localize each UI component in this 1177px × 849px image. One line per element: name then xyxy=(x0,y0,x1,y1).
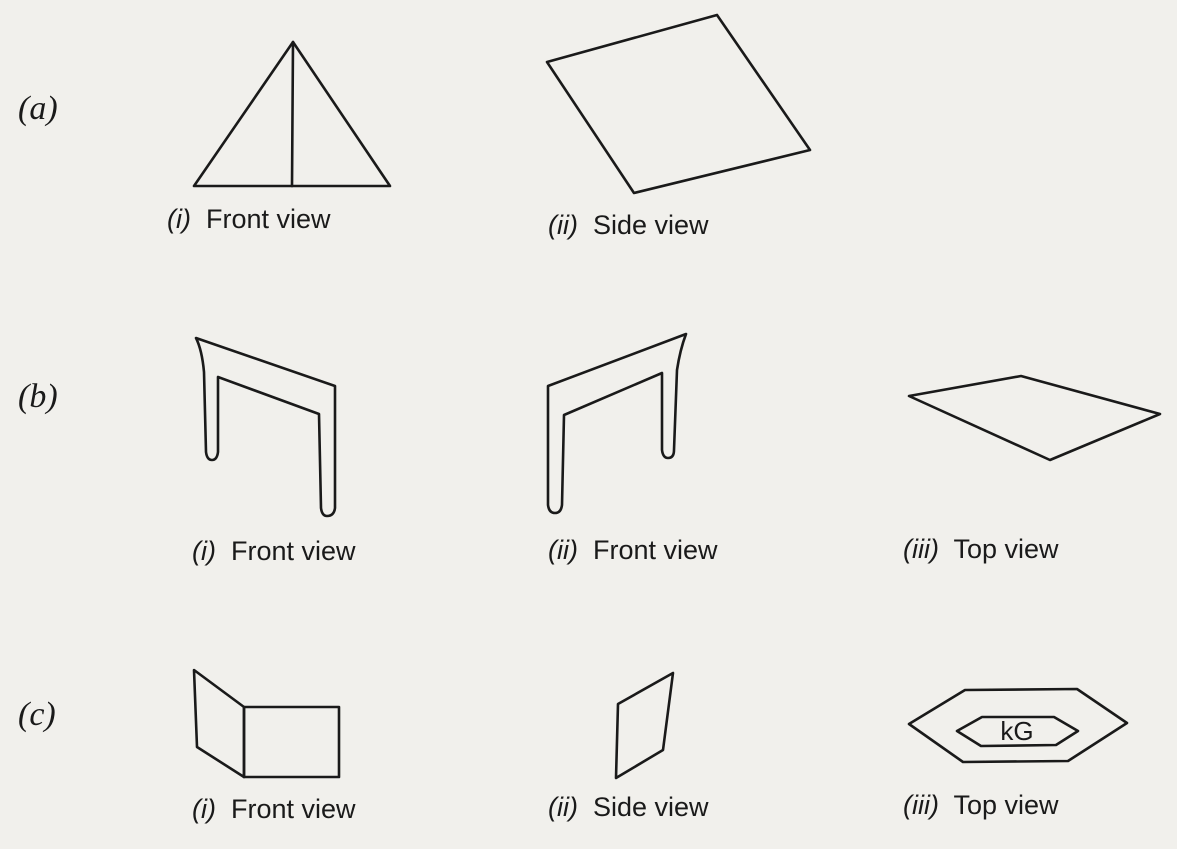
row-b-front-view-1-shape xyxy=(194,336,337,518)
caption-c-side-view: (ii) Side view xyxy=(548,792,709,823)
caption-text: Front view xyxy=(593,535,718,565)
caption-a-front-view: (i) Front view xyxy=(167,204,331,235)
row-label-a: (a) xyxy=(18,90,58,127)
caption-text: Top view xyxy=(953,790,1059,820)
row-label-c: (c) xyxy=(18,696,56,733)
caption-c-front-view: (i) Front view xyxy=(192,794,356,825)
row-a-front-view-shape xyxy=(192,40,392,188)
row-c-side-view-shape xyxy=(614,671,675,780)
row-c-front-view-shape xyxy=(192,668,341,779)
caption-number: (iii) xyxy=(903,534,939,564)
caption-text: Front view xyxy=(231,794,356,824)
caption-b-front-view-1: (i) Front view xyxy=(192,536,356,567)
caption-number: (iii) xyxy=(903,790,939,820)
caption-text: Top view xyxy=(953,534,1059,564)
caption-number: (ii) xyxy=(548,792,578,822)
row-c-top-view-shape: kG xyxy=(907,687,1129,764)
top-view-label: kG xyxy=(1000,716,1033,746)
caption-b-front-view-2: (ii) Front view xyxy=(548,535,718,566)
row-a-side-view-shape xyxy=(545,13,812,195)
caption-text: Front view xyxy=(231,536,356,566)
caption-number: (i) xyxy=(192,794,216,824)
caption-c-top-view: (iii) Top view xyxy=(903,790,1059,821)
row-b-top-view-shape xyxy=(907,374,1162,462)
caption-number: (i) xyxy=(192,536,216,566)
row-b-front-view-2-shape xyxy=(546,332,688,515)
caption-number: (ii) xyxy=(548,210,578,240)
caption-text: Side view xyxy=(593,792,709,822)
caption-number: (ii) xyxy=(548,535,578,565)
caption-number: (i) xyxy=(167,204,191,234)
caption-text: Side view xyxy=(593,210,709,240)
caption-a-side-view: (ii) Side view xyxy=(548,210,709,241)
row-label-b: (b) xyxy=(18,378,58,415)
caption-text: Front view xyxy=(206,204,331,234)
caption-b-top-view: (iii) Top view xyxy=(903,534,1059,565)
